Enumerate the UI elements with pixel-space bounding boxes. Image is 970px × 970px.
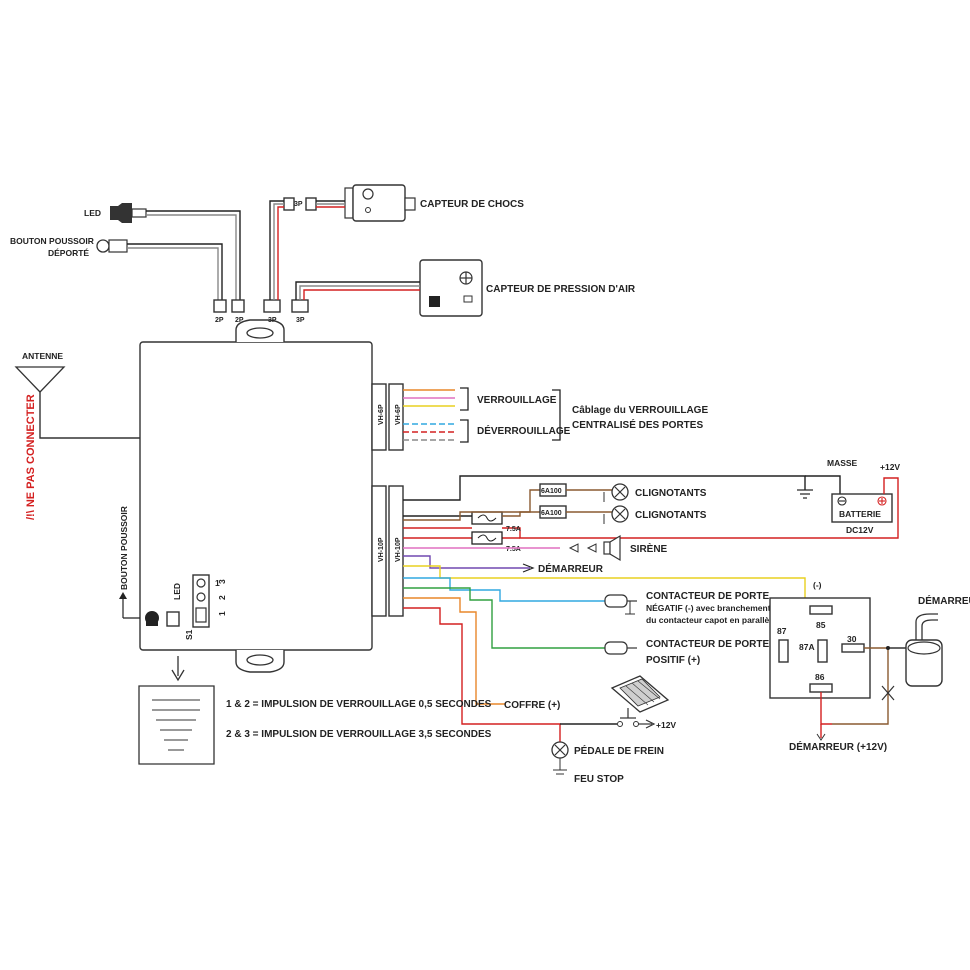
bouton-poussoir-label: BOUTON POUSSOIR	[119, 506, 129, 590]
starter-relay: 85 87 87A 30 86	[769, 597, 871, 699]
relay-86-label: 86	[815, 672, 825, 682]
conn-3p-c: 3P	[294, 201, 303, 208]
dip-label-3: 3	[217, 579, 227, 584]
antenna: ANTENNE	[14, 351, 140, 439]
shock-sensor-label: CAPTEUR DE CHOCS	[420, 199, 524, 210]
fuse-6a-label-1: 6A100	[541, 488, 562, 495]
fuse-6a-label-2: 6A100	[541, 510, 562, 517]
cablage-label-2: CENTRALISÉ DES PORTES	[572, 418, 703, 431]
clignotants-label-2: CLIGNOTANTS	[635, 510, 707, 521]
starter-motor: DÉMARREUR	[905, 594, 970, 687]
indicator-lamp-1: CLIGNOTANTS	[603, 483, 707, 502]
siren: SIRÈNE	[568, 534, 668, 562]
relay-87-label: 87	[777, 626, 787, 636]
conn-3p-b: 3P	[296, 317, 305, 324]
dip-label-1: 1	[217, 611, 227, 616]
locking-wires: VERROUILLAGE DÉVERROUILLAGE Câblage du V…	[403, 387, 708, 443]
siren-label: SIRÈNE	[630, 542, 668, 555]
led-switch-label: LED	[172, 583, 182, 600]
control-unit	[139, 319, 373, 673]
vh10p-label-a: VH-10P	[378, 537, 385, 562]
relay-30-label: 30	[847, 634, 857, 644]
conn-3p-a: 3P	[268, 317, 277, 324]
battery-dc-label: DC12V	[846, 525, 874, 535]
demarreur-12v-label: DÉMARREUR (+12V)	[789, 740, 887, 753]
remote-button-label-1: BOUTON POUSSOIR	[10, 236, 94, 246]
battery-label: BATTERIE	[839, 509, 881, 519]
dip-switch-area: LED S1 1 3 2 1	[145, 574, 227, 640]
connector-vh10p: VH-10P VH-10P	[371, 485, 404, 617]
door-neg-label-2: NÉGATIF (-) avec branchement	[646, 603, 771, 613]
vh6p-label-a: VH-6P	[378, 404, 385, 425]
door-switch-positive: CONTACTEUR DE PORTE POSITIF (+)	[604, 639, 769, 666]
demarreur-label: DÉMARREUR	[538, 562, 604, 575]
antenna-label: ANTENNE	[22, 351, 63, 361]
remote-button: BOUTON POUSSOIR DÉPORTÉ	[10, 236, 128, 258]
demarreur-right-label: DÉMARREUR	[918, 594, 970, 607]
relay-minus-label: (-)	[813, 580, 822, 590]
masse-ground	[797, 489, 813, 499]
plus12v-label: +12V	[880, 462, 900, 472]
masse-label: MASSE	[827, 458, 858, 468]
relay-87a-label: 87A	[799, 642, 815, 652]
coffre-label: COFFRE (+)	[504, 700, 560, 711]
door-neg-label-1: CONTACTEUR DE PORTE	[646, 591, 769, 602]
clignotants-label-1: CLIGNOTANTS	[635, 488, 707, 499]
vh6p-label-b: VH-6P	[395, 404, 402, 425]
fuse-7-5a-2: 7.5A	[471, 531, 521, 553]
air-pressure-sensor: CAPTEUR DE PRESSION D'AIR	[419, 259, 636, 317]
brake-pedal: PÉDALE DE FREIN FEU STOP +12V	[551, 675, 676, 785]
deverrouillage-label: DÉVERROUILLAGE	[477, 424, 571, 437]
note-1: 1 & 2 = IMPULSION DE VERROUILLAGE 0,5 SE…	[226, 699, 492, 710]
conn-2p-b: 2P	[235, 317, 244, 324]
s1-label: S1	[184, 629, 194, 640]
warning-label: /!\ NE PAS CONNECTER	[25, 394, 37, 520]
door-pos-label-2: POSITIF (+)	[646, 655, 700, 666]
door-pos-label-1: CONTACTEUR DE PORTE	[646, 639, 769, 650]
relay-6a-1: 6A100	[539, 483, 567, 497]
vh10p-label-b: VH-10P	[395, 537, 402, 562]
led-indicator: LED	[84, 203, 147, 223]
led-label: LED	[84, 208, 101, 218]
battery: BATTERIE DC12V	[831, 493, 893, 535]
shock-sensor: 3P CAPTEUR DE CHOCS	[283, 184, 524, 222]
dip-label-2: 2	[217, 595, 227, 600]
cablage-label-1: Câblage du VERROUILLAGE	[572, 405, 708, 416]
door-neg-label-3: du contacteur capot en parallèle	[646, 615, 777, 625]
pedal-12v-label: +12V	[656, 720, 676, 730]
fuse-75a-label-2: 7.5A	[506, 546, 521, 553]
relay-6a-2: 6A100	[539, 505, 567, 519]
remote-button-label-2: DÉPORTÉ	[48, 248, 89, 258]
fuse-7-5a-1: 7.5A	[471, 511, 521, 533]
air-pressure-label: CAPTEUR DE PRESSION D'AIR	[486, 284, 636, 295]
conn-2p-a: 2P	[215, 317, 224, 324]
dip-1: 1	[215, 578, 220, 588]
pedale-label: PÉDALE DE FREIN	[574, 744, 664, 757]
note-pad: 1 & 2 = IMPULSION DE VERROUILLAGE 0,5 SE…	[138, 656, 492, 765]
connector-vh6p: VH-6P VH-6P	[371, 383, 404, 451]
feu-stop-label: FEU STOP	[574, 774, 624, 785]
door-switch-negative: CONTACTEUR DE PORTE NÉGATIF (-) avec bra…	[604, 591, 777, 625]
verrouillage-label: VERROUILLAGE	[477, 395, 557, 406]
indicator-lamp-2: CLIGNOTANTS	[603, 505, 707, 524]
bouton-poussoir: BOUTON POUSSOIR	[119, 506, 140, 619]
relay-85-label: 85	[816, 620, 826, 630]
fuse-75a-label-1: 7.5A	[506, 526, 521, 533]
note-2: 2 & 3 = IMPULSION DE VERROUILLAGE 3,5 SE…	[226, 729, 492, 740]
